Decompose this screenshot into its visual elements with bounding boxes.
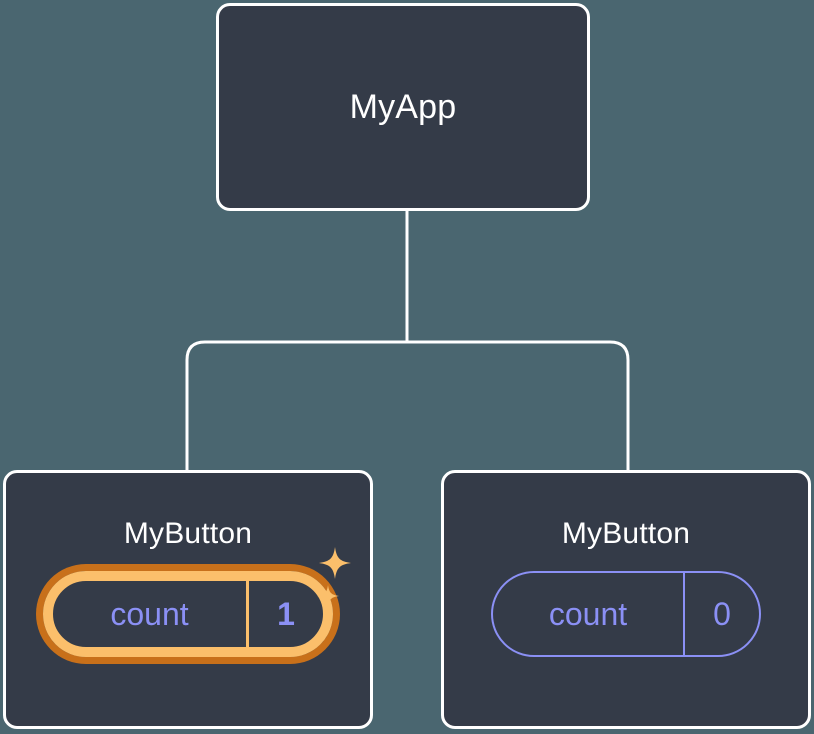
state-pill-wrapper-left: count 1 <box>43 547 351 657</box>
node-mybutton-right-label: MyButton <box>561 517 691 550</box>
sparkle-large-icon <box>319 547 351 579</box>
state-pill-wrapper-right: count 0 <box>491 571 761 657</box>
state-pill-count-highlighted[interactable]: count 1 <box>43 571 333 657</box>
edge-root-to-children <box>185 340 630 470</box>
node-mybutton-left[interactable]: MyButton count 1 <box>3 470 373 729</box>
state-pill-divider <box>683 573 685 655</box>
node-myapp-label: MyApp <box>349 88 457 126</box>
state-pill-divider <box>246 581 249 647</box>
state-key-label: count <box>548 596 628 632</box>
node-mybutton-left-label: MyButton <box>123 517 253 550</box>
state-pill-count-plain[interactable]: count 0 <box>491 571 761 657</box>
node-myapp[interactable]: MyApp <box>216 3 590 211</box>
state-value-label: 1 <box>277 596 295 632</box>
state-value-label: 0 <box>713 596 731 632</box>
state-key-label: count <box>110 596 189 632</box>
node-mybutton-right[interactable]: MyButton count 0 <box>441 470 811 729</box>
